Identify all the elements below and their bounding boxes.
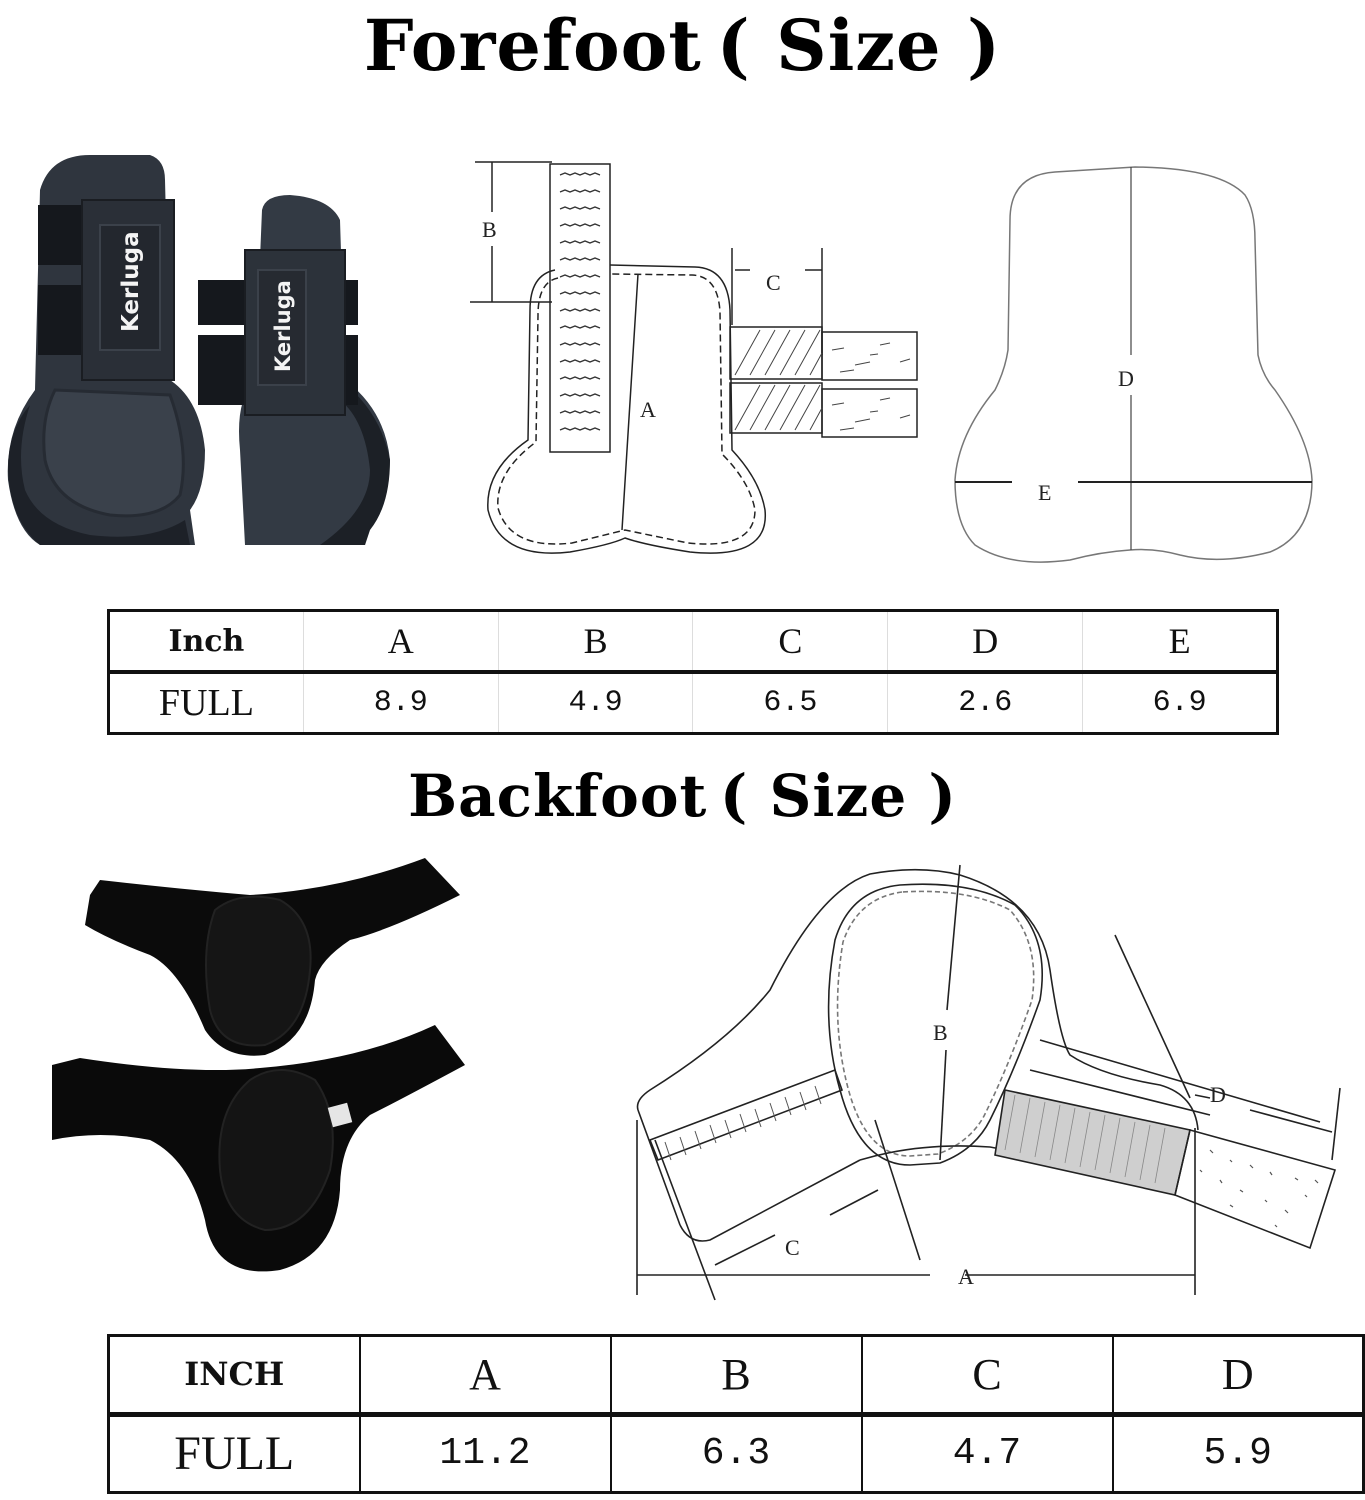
forefoot-diagram-de: D E xyxy=(940,150,1365,580)
forefoot-size-table: Inch A B C D E FULL 8.9 4.9 6.5 2.6 6.9 xyxy=(107,609,1279,735)
dimension-label-b: B xyxy=(482,217,497,242)
value-a: 11.2 xyxy=(358,1414,611,1493)
column-header-b: B xyxy=(609,1335,862,1417)
backfoot-title: Backfoot ( Size ) xyxy=(408,762,957,830)
column-header-b: B xyxy=(497,610,693,674)
value-b: 4.9 xyxy=(497,672,693,734)
unit-header: INCH xyxy=(108,1335,360,1417)
table-row: FULL 8.9 4.9 6.5 2.6 6.9 xyxy=(109,672,1278,734)
backfoot-product-photo xyxy=(40,850,480,1280)
value-d: 5.9 xyxy=(1111,1414,1364,1493)
dimension-label-c: C xyxy=(766,270,781,295)
brand-label-right: Kerluga xyxy=(271,280,295,372)
forefoot-diagram-abc: B A C xyxy=(460,150,940,570)
column-header-c: C xyxy=(860,1335,1113,1417)
table-header-row: Inch A B C D E xyxy=(108,610,1278,674)
dimension-label-b: B xyxy=(933,1020,948,1045)
value-c: 6.5 xyxy=(692,672,888,734)
value-e: 6.9 xyxy=(1082,672,1278,734)
column-header-d: D xyxy=(887,610,1083,674)
unit-header: Inch xyxy=(108,610,304,674)
value-a: 8.9 xyxy=(302,672,499,734)
value-c: 4.7 xyxy=(860,1414,1113,1493)
table-header-row: INCH A B C D xyxy=(108,1335,1364,1417)
dimension-label-e: E xyxy=(1038,480,1051,505)
value-b: 6.3 xyxy=(609,1414,862,1493)
dimension-label-a: A xyxy=(958,1264,974,1289)
backfoot-diagram-abcd: B A C D xyxy=(620,860,1365,1310)
brand-label-left: Kerluga xyxy=(118,231,144,332)
size-label: FULL xyxy=(158,682,254,724)
column-header-a: A xyxy=(358,1335,611,1417)
column-header-d: D xyxy=(1111,1335,1364,1417)
column-header-c: C xyxy=(692,610,888,674)
forefoot-product-photo: Kerluga Kerluga xyxy=(0,150,460,550)
column-header-e: E xyxy=(1082,610,1278,674)
dimension-label-d: D xyxy=(1210,1082,1226,1107)
forefoot-title: Forefoot ( Size ) xyxy=(363,4,1002,87)
size-label: FULL xyxy=(174,1427,295,1481)
table-row: FULL 11.2 6.3 4.7 5.9 xyxy=(109,1414,1364,1493)
dimension-label-d: D xyxy=(1118,366,1134,391)
backfoot-size-table: INCH A B C D FULL 11.2 6.3 4.7 5.9 xyxy=(107,1334,1365,1494)
column-header-a: A xyxy=(302,610,499,674)
dimension-label-c: C xyxy=(785,1235,800,1260)
dimension-label-a: A xyxy=(640,397,656,422)
value-d: 2.6 xyxy=(887,672,1083,734)
